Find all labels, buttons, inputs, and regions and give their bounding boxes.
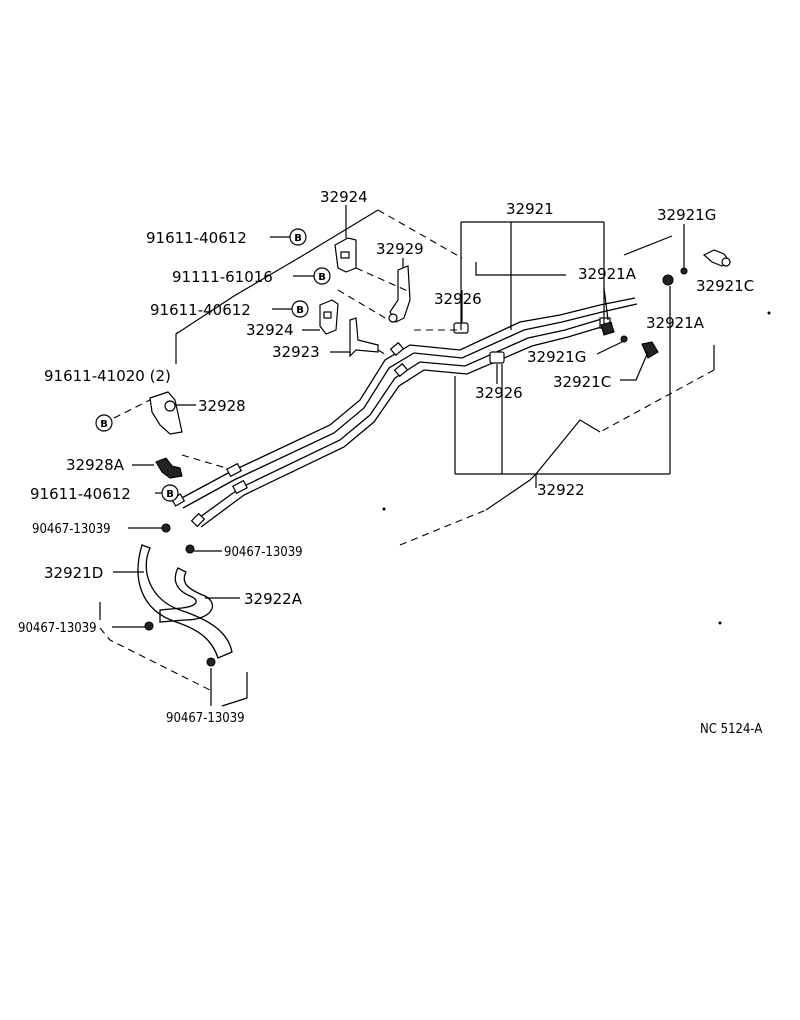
fitting-32921A-mid <box>600 321 615 336</box>
label-32924-mid: 32924 <box>246 321 294 339</box>
label-32921G-mid: 32921G <box>527 348 586 366</box>
hose-32921D <box>137 544 233 659</box>
bolt-badge-91611-40612-b: B <box>291 300 309 318</box>
label-91611-41020: 91611-41020 (2) <box>44 367 171 385</box>
label-91611-40612-a: 91611-40612 <box>146 229 247 247</box>
fitting-32921C-mid <box>641 341 659 359</box>
stray-dots <box>382 311 771 625</box>
hose-32922A <box>159 567 214 623</box>
leader-lines <box>99 205 715 707</box>
fitting-32921G-mid <box>620 335 628 343</box>
label-90467-13039-c: 90467-13039 <box>18 621 97 636</box>
diagram-code: NC 5124-A <box>700 722 762 737</box>
label-32928: 32928 <box>198 397 246 415</box>
label-32926-top: 32926 <box>434 290 482 308</box>
label-32924-top: 32924 <box>320 188 368 206</box>
bracket-32923 <box>349 317 379 358</box>
svg-text:B: B <box>296 305 304 316</box>
clamp-32928A <box>155 457 183 479</box>
label-32921G-top: 32921G <box>657 206 716 224</box>
bracket-32929 <box>388 265 411 323</box>
label-32921A-right: 32921A <box>646 314 705 332</box>
svg-text:B: B <box>318 272 326 283</box>
label-90467-13039-d: 90467-13039 <box>166 711 245 726</box>
label-32921C-top: 32921C <box>696 277 754 295</box>
label-90467-13039-a: 90467-13039 <box>32 522 111 537</box>
svg-text:B: B <box>294 233 302 244</box>
bolt-badge-91611-40612-a: B <box>289 228 307 246</box>
bolt-badge-91111-61016: B <box>313 267 331 285</box>
hose-clamps <box>144 523 216 667</box>
bolt-badge-91611-41020: B <box>95 414 113 432</box>
label-32923: 32923 <box>272 343 320 361</box>
fitting-32921C-top <box>702 249 731 267</box>
leader-32922-zigzag <box>485 419 601 511</box>
svg-text:B: B <box>166 489 174 500</box>
label-32921: 32921 <box>506 200 554 218</box>
bracket-32924-mid <box>319 299 339 335</box>
cooler-pipe-32921 <box>177 297 638 509</box>
svg-text:B: B <box>100 419 108 430</box>
dashed-lines <box>99 209 715 691</box>
bolt-badge-91611-40612-c: B <box>161 484 179 502</box>
label-91611-40612-b: 91611-40612 <box>150 301 251 319</box>
label-32928A: 32928A <box>66 456 125 474</box>
label-32926-mid: 32926 <box>475 384 523 402</box>
bracket-32924-top <box>334 237 357 273</box>
label-32921A-top: 32921A <box>578 265 637 283</box>
label-32922: 32922 <box>537 481 585 499</box>
clip-32926-mid <box>489 351 505 364</box>
label-91611-40612-c: 91611-40612 <box>30 485 131 503</box>
label-32921D: 32921D <box>44 564 103 582</box>
label-32921C-mid: 32921C <box>553 373 611 391</box>
label-90467-13039-b: 90467-13039 <box>224 545 303 560</box>
fitting-32921G-top <box>680 267 688 275</box>
fitting-32921A-top <box>662 274 674 286</box>
pipe-fittings <box>170 317 611 528</box>
bracket-32928 <box>149 391 183 435</box>
label-91111-61016: 91111-61016 <box>172 268 273 286</box>
label-32929: 32929 <box>376 240 424 258</box>
label-32922A: 32922A <box>244 590 303 608</box>
